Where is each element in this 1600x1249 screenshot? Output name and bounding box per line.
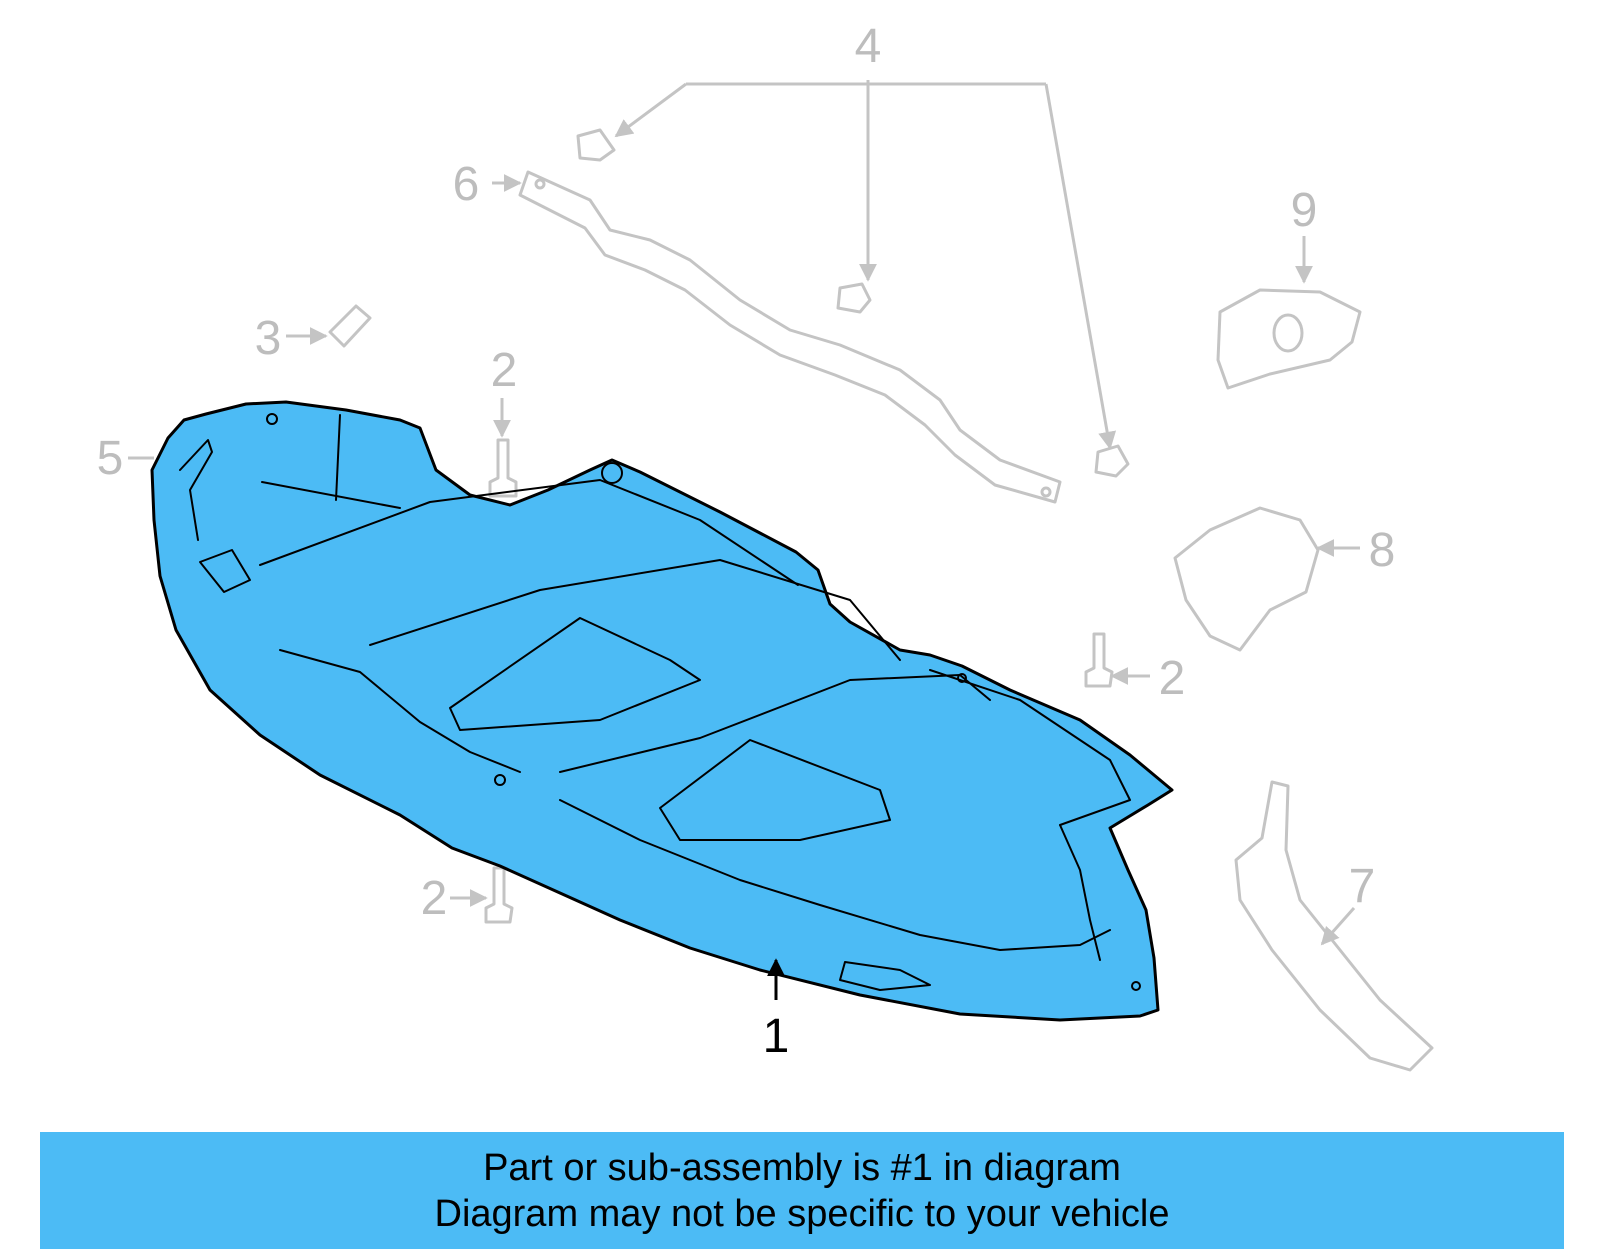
clip-part-4c (1094, 444, 1130, 478)
bolt-part-2c (484, 866, 514, 924)
bolt-part-2b (1084, 632, 1114, 688)
callout-7: 7 (1349, 860, 1376, 913)
leader-4c (1044, 83, 1117, 450)
leader-lines (128, 80, 1360, 1000)
clip-part-4a (576, 128, 616, 162)
callout-4: 4 (855, 20, 882, 73)
bolt-part-3 (328, 304, 372, 348)
guide-part-8 (1173, 506, 1320, 652)
parts-diagram: 4 6 9 3 2 5 8 2 7 2 1 (97, 20, 1434, 1072)
callout-2c: 2 (421, 872, 448, 925)
callout-6: 6 (453, 158, 480, 211)
banner-line-2: Diagram may not be specific to your vehi… (434, 1192, 1170, 1235)
info-banner: Part or sub-assembly is #1 in diagram Di… (40, 1132, 1564, 1249)
leader-4a (614, 82, 687, 138)
callout-3: 3 (255, 312, 282, 365)
rail-part-7 (1234, 780, 1434, 1072)
callout-1: 1 (763, 1010, 790, 1063)
callout-2b: 2 (1159, 652, 1186, 705)
leader-7 (1320, 907, 1356, 946)
clip-part-4b (836, 282, 872, 314)
splash-shield-body (150, 400, 1174, 1022)
bracket-part-6 (518, 170, 1062, 504)
banner-line-1: Part or sub-assembly is #1 in diagram (483, 1146, 1121, 1189)
callout-2a: 2 (491, 344, 518, 397)
callout-8: 8 (1369, 524, 1396, 577)
bolt-part-2a (488, 438, 518, 498)
callout-9: 9 (1291, 184, 1318, 237)
splash-shield-part-1[interactable] (150, 400, 1174, 1022)
deflector-part-9 (1216, 288, 1362, 390)
callout-5: 5 (97, 432, 124, 485)
